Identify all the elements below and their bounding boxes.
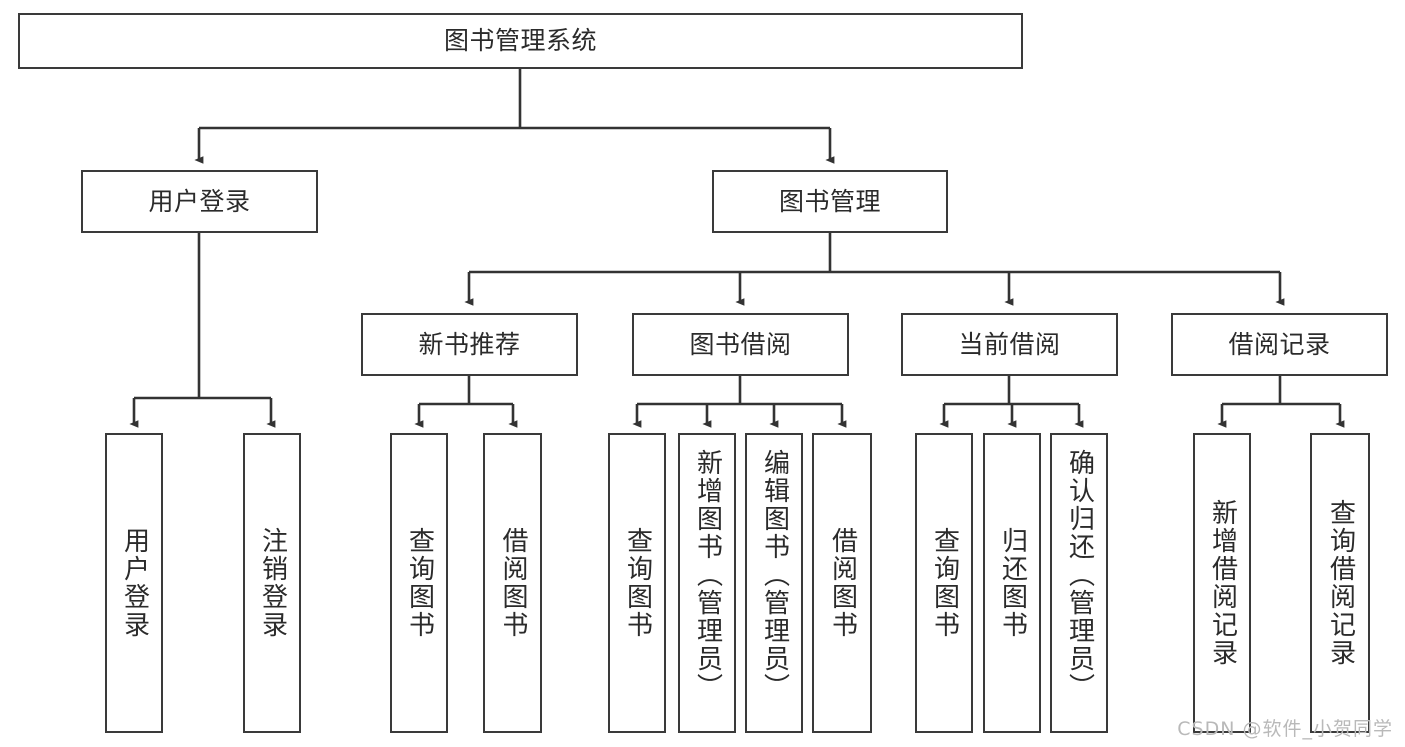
node-label: 当前借阅 bbox=[958, 329, 1061, 359]
leaf-current-borrow-query-book[interactable]: 查询图书 bbox=[915, 433, 973, 733]
node-book-management[interactable]: 图书管理 bbox=[712, 170, 948, 233]
leaf-book-borrow-add-book-admin[interactable]: 新增图书（管理员） bbox=[678, 433, 736, 733]
watermark: CSDN @软件_小贺同学 bbox=[1177, 718, 1393, 740]
node-label: 用户登录 bbox=[119, 527, 150, 639]
leaf-book-borrow-borrow-book[interactable]: 借阅图书 bbox=[812, 433, 872, 733]
leaf-new-book-query-book[interactable]: 查询图书 bbox=[390, 433, 448, 733]
node-label: 新书推荐 bbox=[418, 329, 521, 359]
node-label: 查询图书 bbox=[622, 527, 653, 639]
node-user-login[interactable]: 用户登录 bbox=[81, 170, 318, 233]
node-label: 新增图书（管理员） bbox=[692, 449, 723, 701]
leaf-borrow-record-query-record[interactable]: 查询借阅记录 bbox=[1310, 433, 1370, 733]
leaf-borrow-record-add-record[interactable]: 新增借阅记录 bbox=[1193, 433, 1251, 733]
node-label: 新增借阅记录 bbox=[1207, 499, 1238, 667]
node-borrow-record[interactable]: 借阅记录 bbox=[1171, 313, 1388, 376]
node-label: 确认归还（管理员） bbox=[1064, 449, 1095, 701]
node-label: 注销登录 bbox=[257, 527, 288, 639]
node-label: 借阅图书 bbox=[827, 527, 858, 639]
node-label: 图书管理系统 bbox=[443, 26, 597, 56]
leaf-user-login-signin[interactable]: 用户登录 bbox=[105, 433, 163, 733]
node-label: 图书借阅 bbox=[689, 329, 792, 359]
leaf-current-borrow-confirm-return-admin[interactable]: 确认归还（管理员） bbox=[1050, 433, 1108, 733]
node-label: 查询图书 bbox=[404, 527, 435, 639]
node-current-borrow[interactable]: 当前借阅 bbox=[901, 313, 1118, 376]
node-root-book-management-system[interactable]: 图书管理系统 bbox=[18, 13, 1023, 69]
leaf-current-borrow-return-book[interactable]: 归还图书 bbox=[983, 433, 1041, 733]
node-label: 查询借阅记录 bbox=[1325, 499, 1356, 667]
node-label: 借阅记录 bbox=[1228, 329, 1331, 359]
leaf-new-book-borrow-book[interactable]: 借阅图书 bbox=[483, 433, 542, 733]
leaf-book-borrow-query-book[interactable]: 查询图书 bbox=[608, 433, 666, 733]
node-label: 借阅图书 bbox=[498, 527, 529, 639]
node-label: 图书管理 bbox=[778, 186, 881, 216]
leaf-book-borrow-edit-book-admin[interactable]: 编辑图书（管理员） bbox=[745, 433, 803, 733]
node-label: 归还图书 bbox=[997, 527, 1028, 639]
leaf-user-login-signout[interactable]: 注销登录 bbox=[243, 433, 301, 733]
node-book-borrow[interactable]: 图书借阅 bbox=[632, 313, 849, 376]
node-label: 编辑图书（管理员） bbox=[759, 449, 790, 701]
node-new-book-recommend[interactable]: 新书推荐 bbox=[361, 313, 578, 376]
node-label: 用户登录 bbox=[148, 186, 251, 216]
node-label: 查询图书 bbox=[929, 527, 960, 639]
